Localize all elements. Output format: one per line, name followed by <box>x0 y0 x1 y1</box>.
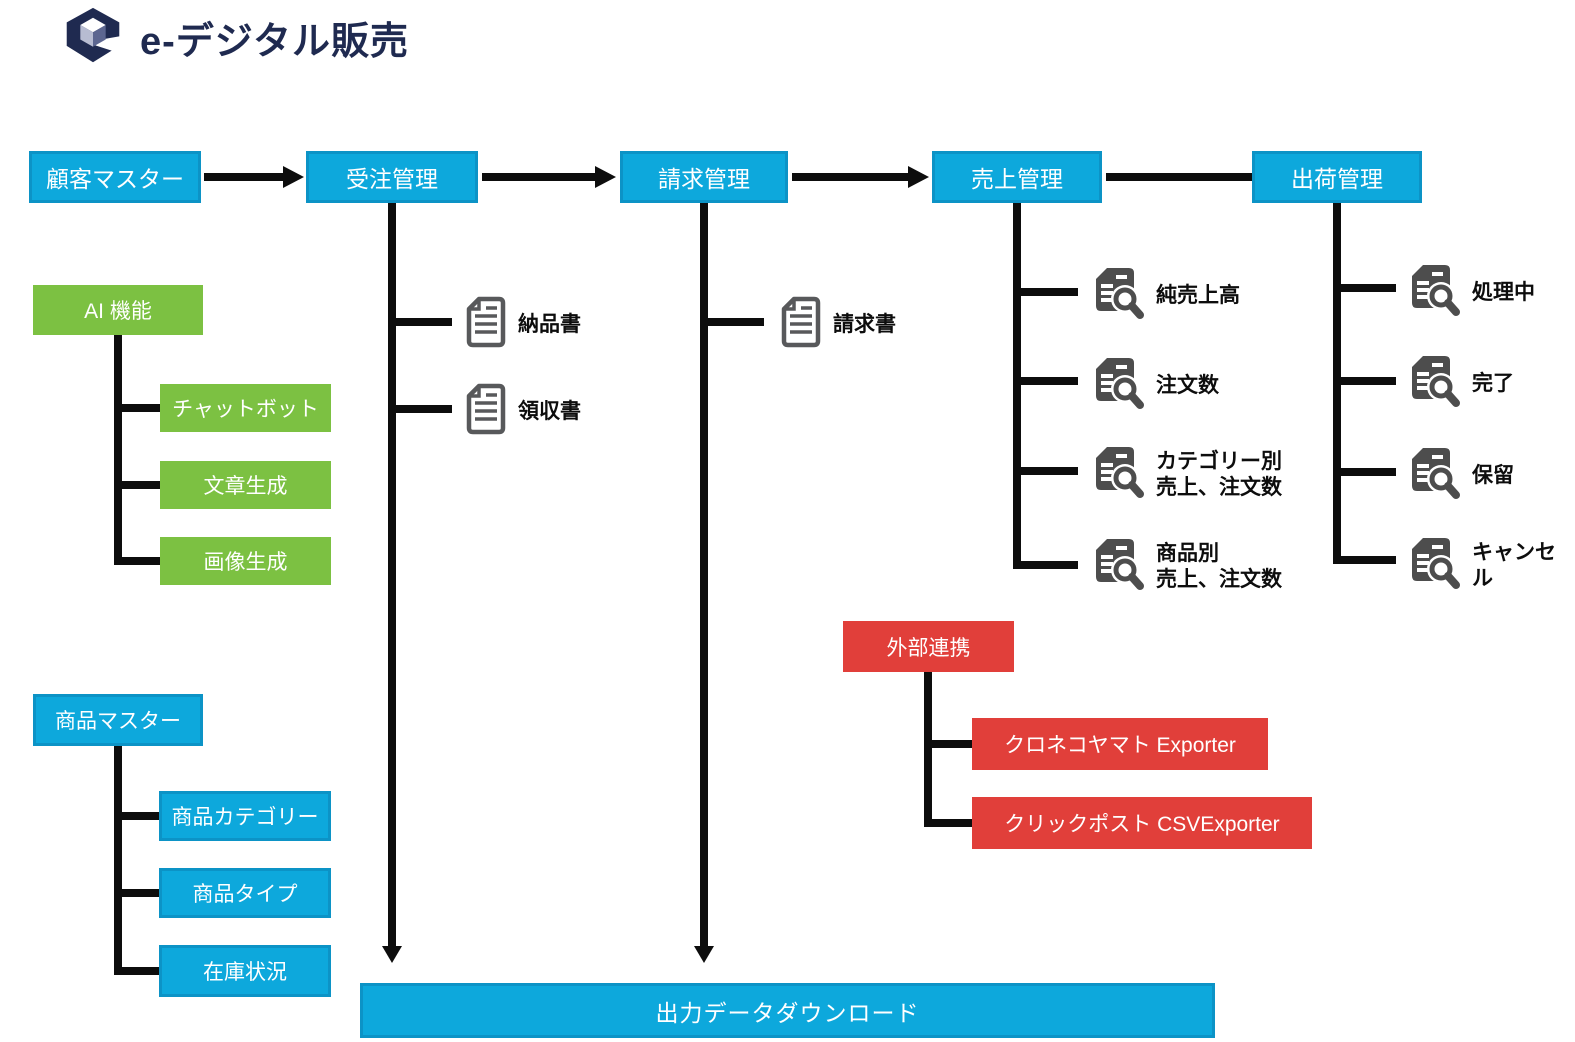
report-label: カテゴリー別 売上、注文数 <box>1156 449 1282 499</box>
file-search-icon <box>1408 536 1460 595</box>
connector-product-stock <box>114 967 159 975</box>
connector-sales-category <box>1013 467 1078 475</box>
arrow-billing-to-sales <box>792 173 909 181</box>
connector-billing-invoice <box>700 318 764 326</box>
node-customer-master[interactable]: 顧客マスター <box>29 151 201 203</box>
node-chatbot[interactable]: チャットボット <box>160 384 331 432</box>
connector-ai-trunk <box>114 335 122 565</box>
status-item-on-hold: 保留 <box>1408 446 1514 505</box>
doc-label: 領収書 <box>518 399 581 423</box>
arrowhead-order-to-download-icon <box>382 946 402 963</box>
connector-external-kuroneko <box>924 740 972 748</box>
report-item-order-count: 注文数 <box>1092 356 1219 415</box>
file-search-icon <box>1092 445 1144 504</box>
doc-label: 納品書 <box>518 312 581 336</box>
node-ai-features[interactable]: AI 機能 <box>33 285 203 335</box>
connector-sales-product <box>1013 561 1078 569</box>
doc-item-receipt: 領収書 <box>466 383 581 440</box>
app-logo: e-デジタル販売 <box>64 6 409 69</box>
connector-order-trunk <box>388 203 396 946</box>
logo-cube-icon <box>64 6 122 69</box>
file-search-icon <box>1092 537 1144 596</box>
node-product-master[interactable]: 商品マスター <box>33 694 203 746</box>
arrowhead-customer-to-order-icon <box>283 166 304 188</box>
doc-item-invoice: 請求書 <box>781 296 896 353</box>
connector-shipping-processing <box>1333 284 1396 292</box>
node-sales-management[interactable]: 売上管理 <box>932 151 1102 203</box>
connector-billing-trunk <box>700 203 708 946</box>
report-item-product-sales: 商品別 売上、注文数 <box>1092 537 1282 596</box>
node-product-type[interactable]: 商品タイプ <box>159 868 331 918</box>
node-billing-management[interactable]: 請求管理 <box>620 151 788 203</box>
node-text-generation[interactable]: 文章生成 <box>160 461 331 509</box>
status-label: 完了 <box>1472 371 1514 395</box>
status-label: キャンセル <box>1472 540 1556 590</box>
report-label: 純売上高 <box>1156 283 1240 307</box>
node-shipping-management[interactable]: 出荷管理 <box>1252 151 1422 203</box>
node-product-category[interactable]: 商品カテゴリー <box>159 791 331 841</box>
arrow-order-to-billing <box>482 173 596 181</box>
connector-sales-net <box>1013 288 1078 296</box>
node-kuroneko-exporter[interactable]: クロネコヤマト Exporter <box>972 718 1268 770</box>
connector-external-trunk <box>924 672 932 827</box>
connector-shipping-completed <box>1333 377 1396 385</box>
node-output-download[interactable]: 出力データダウンロード <box>360 983 1215 1038</box>
document-icon <box>466 296 506 353</box>
status-item-cancelled: キャンセル <box>1408 536 1575 595</box>
node-image-generation[interactable]: 画像生成 <box>160 537 331 585</box>
file-search-icon <box>1408 446 1460 505</box>
arrowhead-billing-to-sales-icon <box>908 166 929 188</box>
file-search-icon <box>1408 354 1460 413</box>
connector-product-type <box>114 889 159 897</box>
connector-ai-chatbot <box>114 404 160 412</box>
document-icon <box>781 296 821 353</box>
connector-sales-orders <box>1013 377 1078 385</box>
node-external-integration[interactable]: 外部連携 <box>843 621 1014 672</box>
arrowhead-billing-to-download-icon <box>694 946 714 963</box>
status-item-processing: 処理中 <box>1408 263 1535 322</box>
connector-ai-image <box>114 557 160 565</box>
document-icon <box>466 383 506 440</box>
connector-product-trunk <box>114 746 122 975</box>
connector-order-delivery-note <box>388 318 452 326</box>
file-search-icon <box>1408 263 1460 322</box>
connector-ai-text <box>114 481 160 489</box>
status-label: 保留 <box>1472 463 1514 487</box>
report-item-category-sales: カテゴリー別 売上、注文数 <box>1092 445 1282 504</box>
status-item-completed: 完了 <box>1408 354 1514 413</box>
node-clickpost-exporter[interactable]: クリックポスト CSVExporter <box>972 797 1312 849</box>
connector-shipping-hold <box>1333 468 1396 476</box>
connector-sales-to-shipping <box>1106 173 1252 181</box>
node-stock-status[interactable]: 在庫状況 <box>159 945 331 997</box>
arrowhead-order-to-billing-icon <box>595 166 616 188</box>
file-search-icon <box>1092 266 1144 325</box>
node-order-management[interactable]: 受注管理 <box>306 151 478 203</box>
doc-item-delivery-note: 納品書 <box>466 296 581 353</box>
connector-external-clickpost <box>924 819 972 827</box>
status-label: 処理中 <box>1472 280 1535 304</box>
connector-order-receipt <box>388 405 452 413</box>
file-search-icon <box>1092 356 1144 415</box>
doc-label: 請求書 <box>833 312 896 336</box>
arrow-customer-to-order <box>204 173 284 181</box>
report-label: 注文数 <box>1156 373 1219 397</box>
connector-product-category <box>114 812 159 820</box>
report-label: 商品別 売上、注文数 <box>1156 541 1282 591</box>
report-item-net-sales: 純売上高 <box>1092 266 1240 325</box>
connector-sales-trunk <box>1013 203 1021 569</box>
connector-shipping-cancel <box>1333 556 1396 564</box>
logo-title: e-デジタル販売 <box>140 21 410 63</box>
